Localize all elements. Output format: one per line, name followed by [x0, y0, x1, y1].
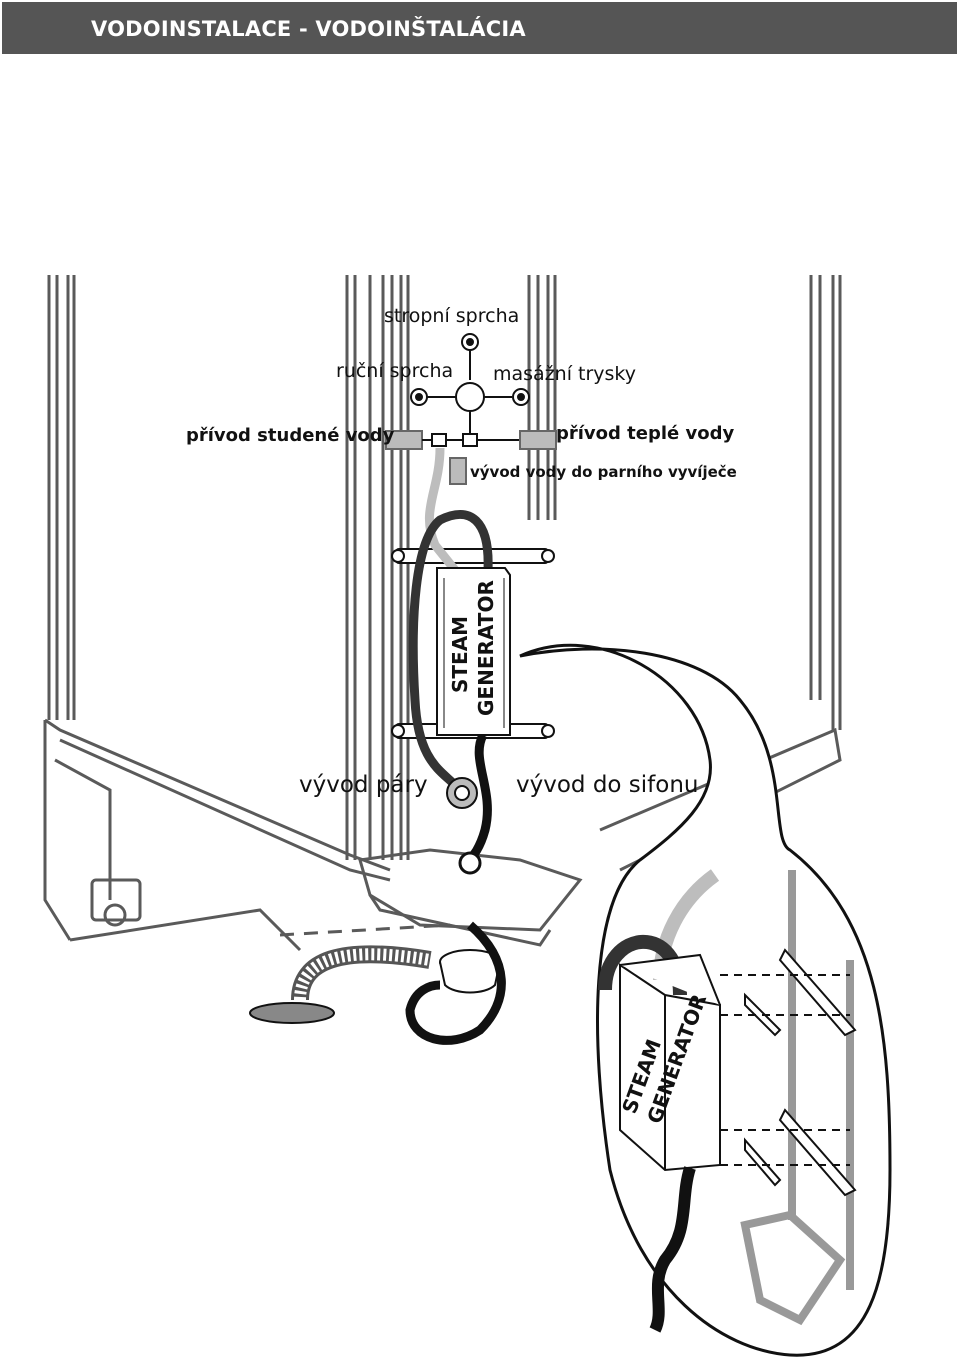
label-hot-water-inlet: přívod teplé vody: [556, 423, 735, 444]
label-steam-outlet: vývod páry: [299, 772, 428, 798]
page-title: VODOINSTALACE - VODOINŠTALÁCIA: [91, 17, 526, 41]
mounting-brackets: [720, 948, 857, 1197]
generator-label-generator: GENERATOR: [474, 580, 498, 716]
shower-enclosure: [43, 275, 842, 952]
header-bar: VODOINSTALACE - VODOINŠTALÁCIA: [2, 2, 957, 54]
label-cold-water-inlet: přívod studené vody: [186, 425, 395, 446]
steam-generator-lower: STEAM GENERATOR: [617, 953, 721, 1172]
floor-drain-hole: [458, 851, 482, 875]
label-ceiling-shower: stropní sprcha: [384, 305, 519, 327]
steam-generator-upper: STEAM GENERATOR: [436, 567, 511, 736]
generator-label-steam: STEAM: [448, 616, 472, 693]
label-generator-water-outlet: vývod vody do parního vyvíječe: [470, 463, 737, 481]
label-hand-shower: ruční sprcha: [336, 360, 453, 382]
lower-drain-hose: [649, 1166, 696, 1333]
cold-hose: [424, 447, 459, 573]
steam-hose: [408, 510, 493, 789]
label-massage-jets: masážní trysky: [493, 363, 636, 385]
caster-wheel: [90, 878, 142, 927]
label-siphon-outlet: vývod do sifonu: [516, 772, 699, 798]
steam-outlet-nut: [446, 777, 478, 809]
manifold: [385, 333, 557, 485]
drain-pipe: [249, 921, 506, 1045]
zoom-callout: [519, 643, 892, 1357]
